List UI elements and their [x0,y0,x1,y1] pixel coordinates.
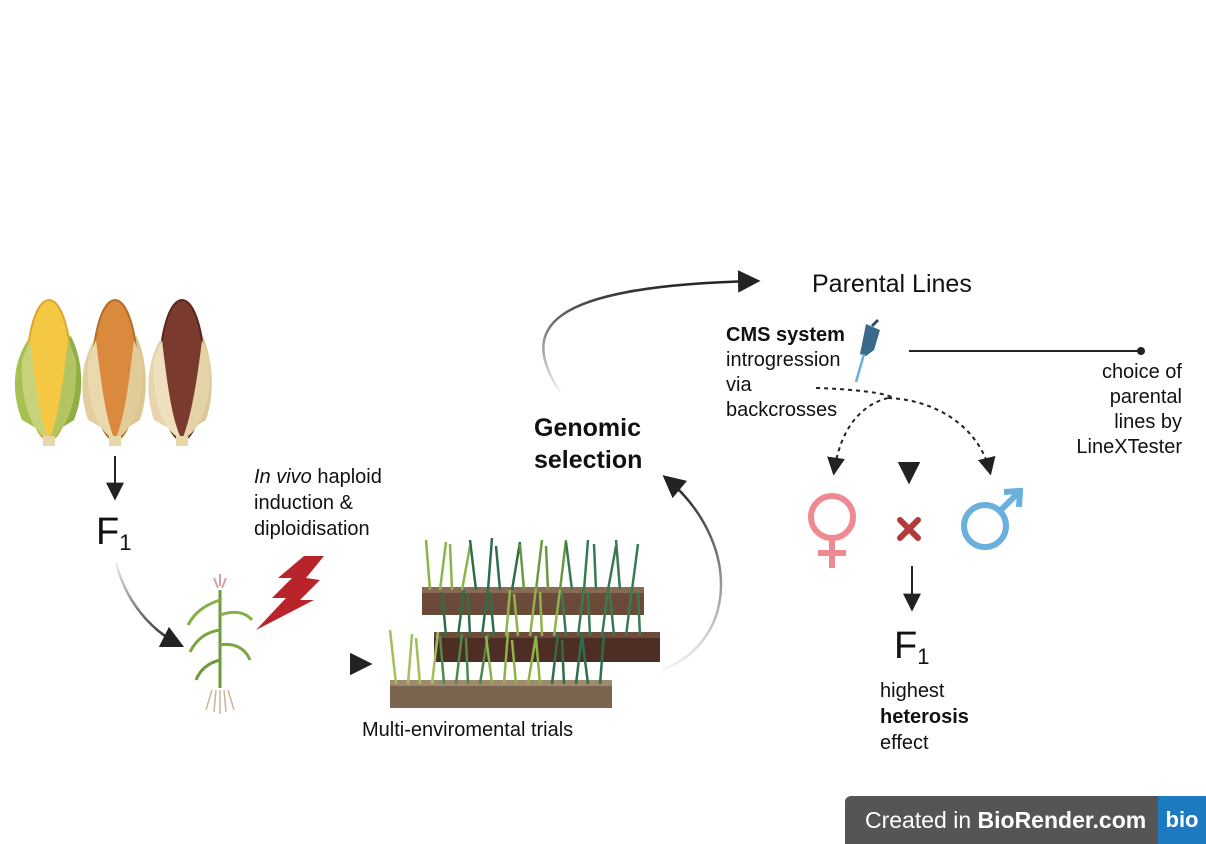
cms-system-label: CMS system introgression via backcrosses [726,324,845,421]
genomic-selection-label: Genomic selection [534,414,643,474]
corn-cob-orange-icon [82,299,146,446]
haploid-induction-label: In vivo haploid induction & diploidisati… [254,466,382,540]
arrow-field-to-genomic [661,475,723,672]
cross-icon [897,517,921,541]
biorender-logo-icon: bio [1158,796,1206,844]
lightning-icon [256,556,324,630]
male-symbol-icon [961,487,1024,550]
maize-plant-icon [186,574,254,714]
f1-label-right: F1 [894,625,930,669]
biorender-badge[interactable]: Created in BioRender.com bio [845,796,1206,844]
choice-of-parental-lines-label: choice of parental lines by LineXTester [1076,361,1182,458]
dotted-arrow-female [815,387,893,476]
heterosis-effect-label: highest heterosis effect [880,680,969,754]
corn-cob-brown-icon [148,299,212,446]
arrow-f1-to-plant [114,561,185,648]
multi-environmental-trials-label: Multi-enviromental trials [362,719,574,741]
choice-connector-dot [1137,347,1145,355]
dotted-arrow-male [887,397,996,476]
field-plots-icon [388,537,660,708]
biorender-badge-text: Created in BioRender.com [865,807,1147,833]
corn-cob-yellow-icon [14,299,82,446]
f1-label-left: F1 [96,511,132,555]
pipette-icon [854,318,880,383]
arrow-genomic-to-parental [542,270,761,393]
parental-lines-label: Parental Lines [812,270,972,298]
female-symbol-icon [808,493,856,568]
